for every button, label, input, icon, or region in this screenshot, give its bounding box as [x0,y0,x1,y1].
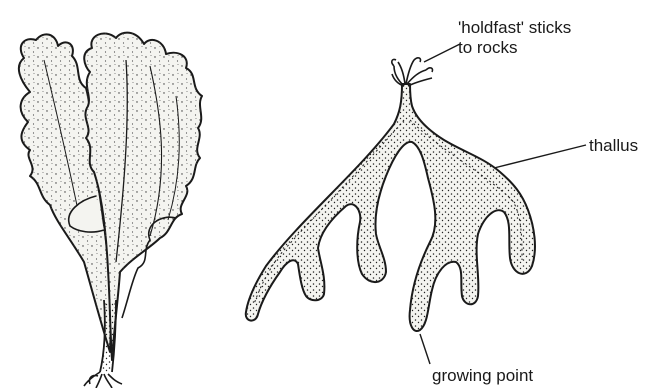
holdfast [392,58,433,86]
growing-point-label: growing point [432,366,533,386]
branched-seaweed-illustration [246,44,586,364]
left-holdfast [84,372,122,388]
thallus-leader-line [494,145,586,168]
holdfast-leader-line [424,44,460,62]
holdfast-label: 'holdfast' sticks to rocks [458,18,571,58]
holdfast-label-line2: to rocks [458,38,571,58]
growing-point-leader-line [420,334,430,364]
leafy-seaweed-illustration [19,33,202,388]
thallus-label: thallus [589,136,638,156]
holdfast-label-line1: 'holdfast' sticks [458,18,571,38]
